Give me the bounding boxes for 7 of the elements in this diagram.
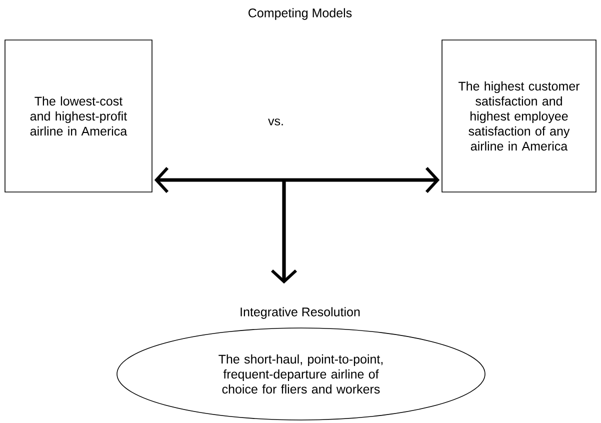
title: Competing Models	[248, 8, 352, 20]
text-box: The highest customer satisfaction and highest employee satisfaction of any airline in America	[442, 40, 596, 192]
heading: Integrative Resolution	[240, 307, 360, 319]
vs-label: vs.	[268, 118, 283, 126]
text-box: The lowest-cost and highest-profit airline in America	[4, 40, 152, 192]
arrow	[271, 180, 298, 284]
arrow	[154, 166, 440, 194]
